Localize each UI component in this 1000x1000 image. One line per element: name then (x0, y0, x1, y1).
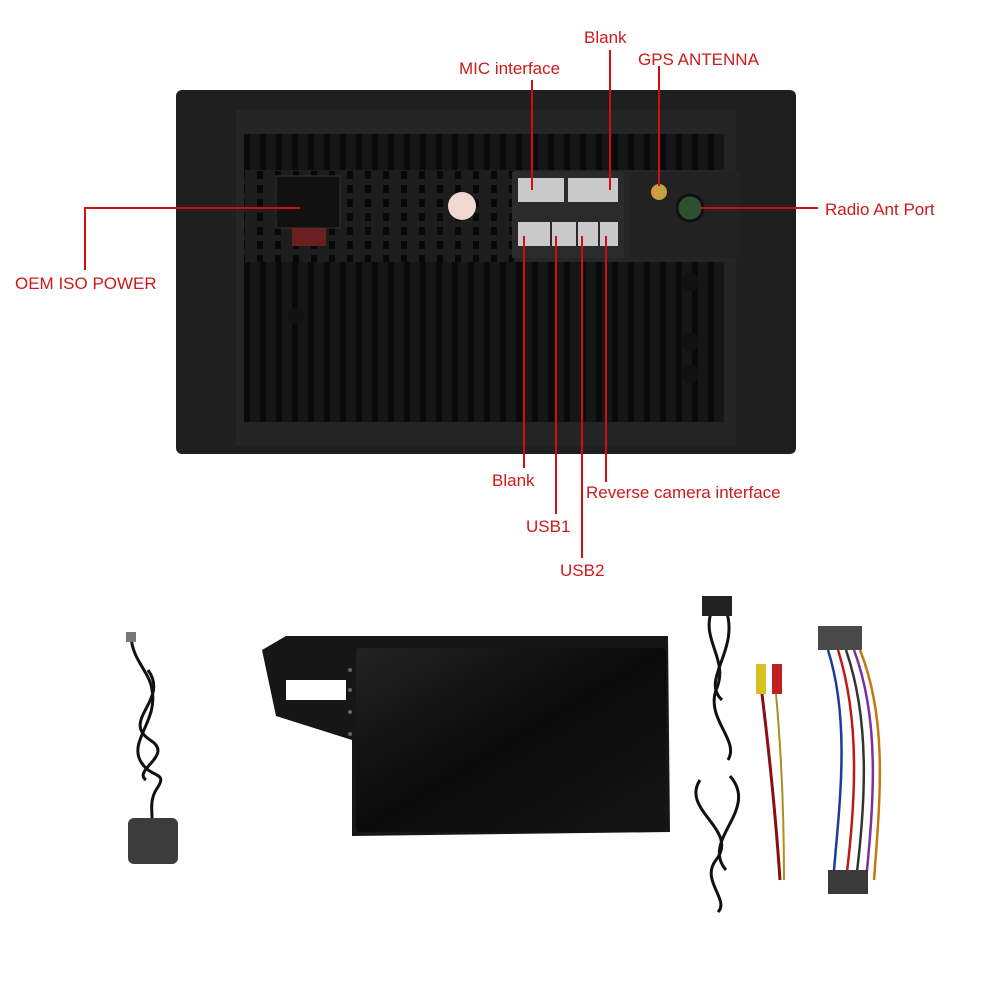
label-usb2: USB2 (560, 561, 605, 580)
usb-cable-icon (694, 596, 741, 914)
head-unit-front (262, 636, 670, 836)
label-reverse-camera: Reverse camera interface (586, 483, 781, 502)
leader-lines (84, 50, 818, 558)
label-mic-interface: MIC interface (459, 59, 561, 78)
label-usb1: USB1 (526, 517, 571, 536)
radio-antenna-port-icon (675, 193, 705, 223)
rca-cable-icon (756, 664, 785, 881)
head-unit-rear (176, 90, 796, 454)
iso-power-connector (275, 175, 341, 229)
label-radio-ant-port: Radio Ant Port (825, 200, 935, 219)
label-gps-antenna: GPS ANTENNA (638, 50, 759, 69)
wiring-harness-icon (818, 626, 882, 894)
display-screen (356, 648, 666, 832)
label-blank-bottom: Blank (492, 471, 535, 490)
gps-antenna-icon (651, 184, 667, 200)
gps-antenna-accessory (126, 632, 178, 864)
label-blank-top: Blank (584, 28, 627, 47)
blank-bottom-connector (518, 222, 550, 246)
reverse-camera-connector (600, 222, 618, 246)
mic-connector (518, 178, 564, 202)
label-oem-iso-power: OEM ISO POWER (15, 274, 157, 293)
